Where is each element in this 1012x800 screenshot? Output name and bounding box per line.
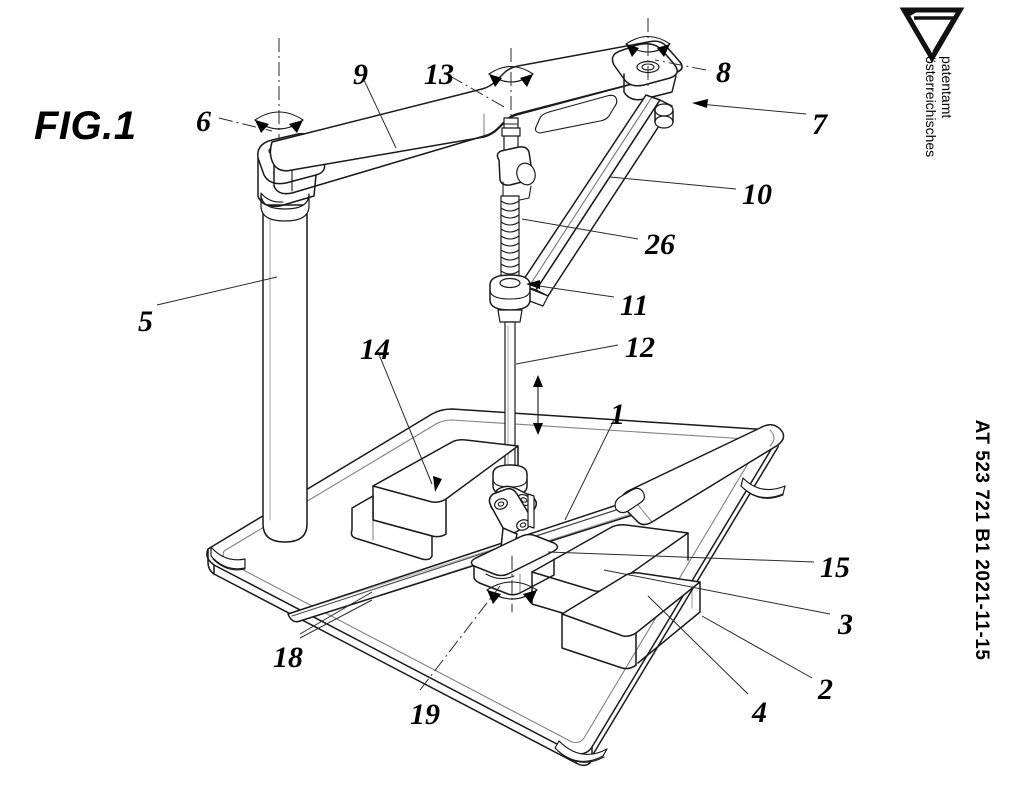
diagonal-strut bbox=[515, 94, 674, 307]
base-foot-front bbox=[554, 740, 608, 763]
knife-blade bbox=[287, 424, 785, 623]
gimbal-test-head bbox=[470, 464, 559, 596]
adjusting-nut bbox=[489, 274, 531, 323]
ref-num-4: 4 bbox=[752, 696, 767, 729]
ref-num-12: 12 bbox=[625, 331, 655, 364]
logo-text-line2: patentamt bbox=[939, 56, 955, 119]
ref-num-26: 26 bbox=[645, 228, 675, 261]
clamp-block-right bbox=[531, 524, 701, 670]
spindle-assembly bbox=[488, 48, 536, 473]
ref-num-11: 11 bbox=[620, 289, 649, 322]
support-column bbox=[260, 193, 310, 543]
ref-num-15: 15 bbox=[820, 551, 850, 584]
leader-lines bbox=[156, 59, 831, 695]
figure-title: FIG.1 bbox=[34, 104, 137, 148]
ref-num-3: 3 bbox=[838, 608, 853, 641]
rotation-arrow-19 bbox=[486, 556, 538, 612]
arm-slot bbox=[534, 94, 618, 134]
rotation-arrow-13 bbox=[488, 48, 534, 126]
ref-num-18: 18 bbox=[273, 641, 303, 674]
clamp-block-left bbox=[350, 439, 519, 561]
ref-num-19: 19 bbox=[410, 698, 440, 731]
logo-triangle-icon bbox=[900, 7, 964, 62]
ref-num-2: 2 bbox=[818, 673, 833, 706]
ref-num-14: 14 bbox=[360, 333, 390, 366]
patent-identifier-text: AT 523 721 B1 2021-11-15 bbox=[971, 419, 992, 661]
vertical-motion-arrow bbox=[533, 375, 543, 435]
ref-num-8: 8 bbox=[716, 56, 731, 89]
base-foot-left bbox=[210, 546, 246, 571]
logo-text-line1: österreichisches bbox=[923, 56, 939, 158]
ref-num-13: 13 bbox=[424, 58, 454, 91]
ref-num-7: 7 bbox=[812, 108, 827, 141]
ref-num-10: 10 bbox=[742, 178, 772, 211]
ref-num-6: 6 bbox=[196, 105, 211, 138]
ref-num-9: 9 bbox=[353, 58, 368, 91]
upper-arm bbox=[269, 40, 683, 195]
ref-num-1: 1 bbox=[610, 398, 625, 431]
threaded-rod bbox=[500, 195, 520, 287]
rotation-arrow-8 bbox=[625, 18, 671, 86]
ref-num-5: 5 bbox=[138, 305, 153, 338]
patent-office-logo: österreichisches patentamt bbox=[894, 6, 998, 158]
patent-identifier: AT 523 721 B1 2021-11-15 bbox=[971, 420, 1010, 790]
base-foot-right bbox=[740, 477, 786, 499]
